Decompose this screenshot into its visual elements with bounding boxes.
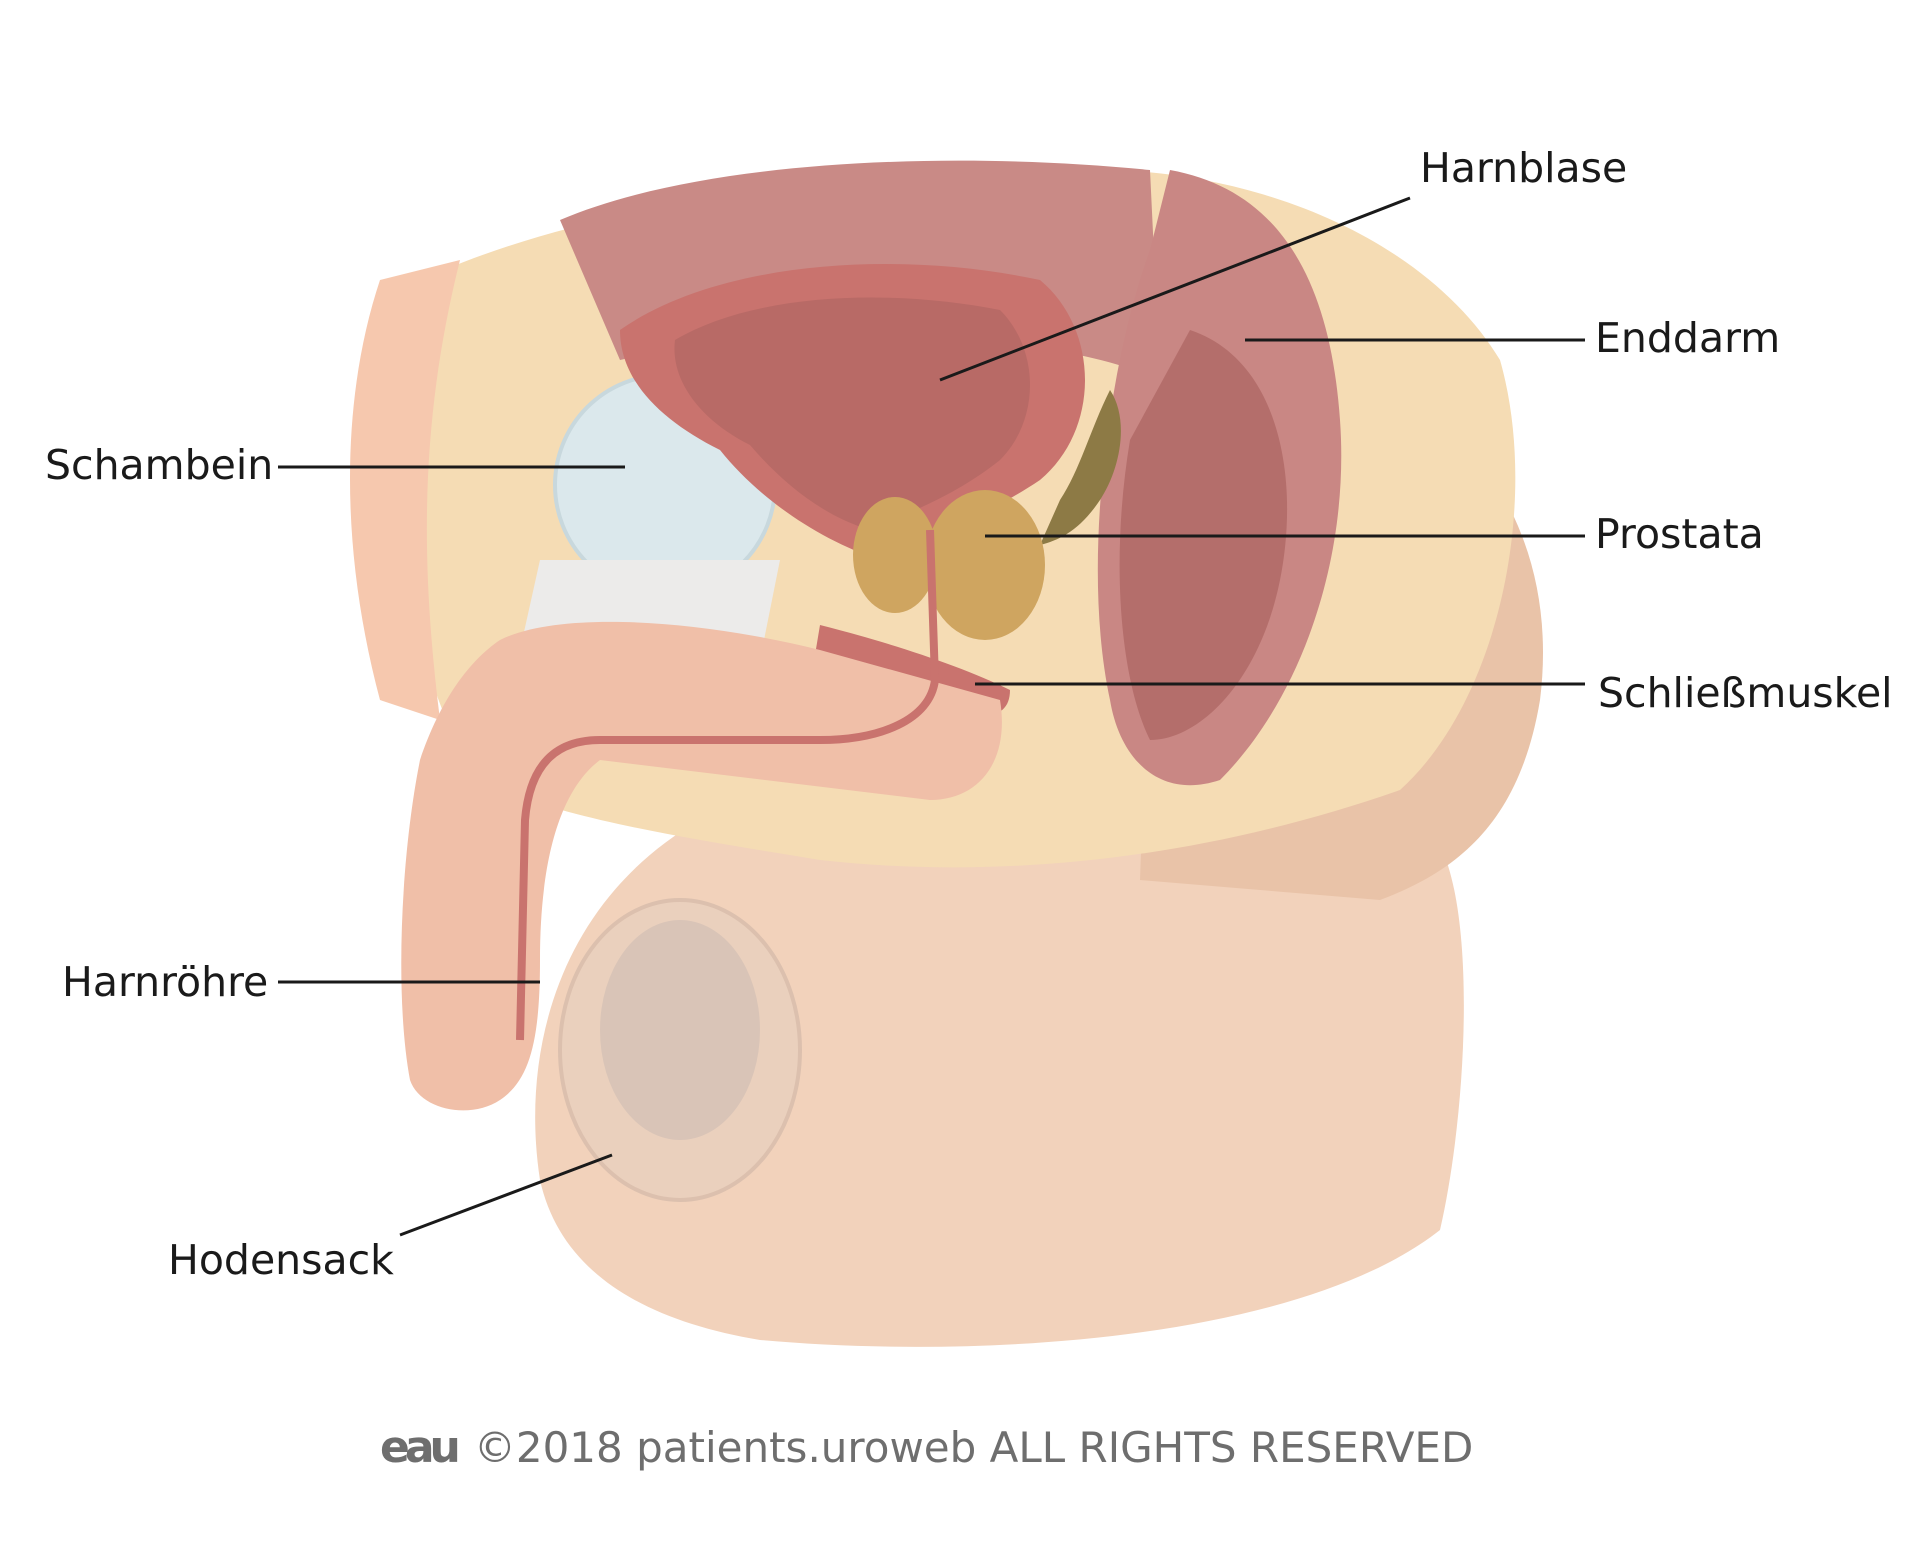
label-prostata: Prostata	[1595, 510, 1764, 558]
urethra	[516, 529, 940, 1041]
abdomen-skin	[350, 260, 460, 720]
label-schambein: Schambein	[45, 441, 274, 489]
copyright-text: ©2018 patients.uroweb ALL RIGHTS RESERVE…	[473, 1423, 1474, 1472]
copyright-footer: eau ©2018 patients.uroweb ALL RIGHTS RES…	[380, 1422, 1473, 1473]
seminal-vesicle	[1040, 390, 1121, 545]
leader-lines	[278, 196, 1585, 1237]
label-hodensack: Hodensack	[168, 1236, 394, 1284]
leader-hodensack	[399, 1153, 613, 1237]
penis	[401, 621, 1002, 1111]
label-enddarm: Enddarm	[1595, 314, 1781, 362]
leader-harnblase	[939, 196, 1411, 382]
prostate-right	[925, 490, 1045, 640]
testis	[600, 920, 760, 1140]
label-schliessmuskel: Schließmuskel	[1598, 669, 1893, 717]
prostate-left	[853, 497, 937, 613]
label-harnroehre: Harnröhre	[62, 958, 269, 1006]
body-skin	[535, 788, 1464, 1347]
label-harnblase: Harnblase	[1420, 144, 1628, 192]
bladder-lumen	[674, 297, 1030, 530]
eau-logo: eau	[380, 1422, 461, 1473]
